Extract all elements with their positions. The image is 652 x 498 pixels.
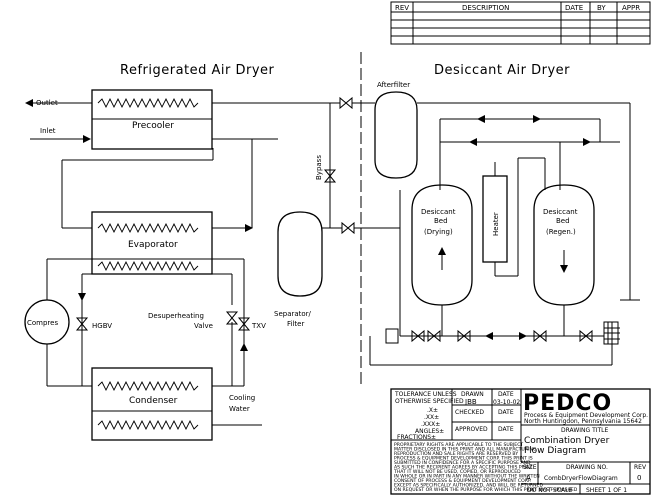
approved-label: APPROVED xyxy=(455,426,488,433)
proprietary-line-4: PROCESS & EQUIPMENT DEVELOPMENT CORP. TH… xyxy=(394,456,533,462)
size-label: SIZE xyxy=(523,464,537,471)
desiccant-bed-regen xyxy=(533,184,595,306)
separator-filter xyxy=(277,211,323,297)
evaporator: Evaporator xyxy=(91,211,213,275)
cooling-label-2: Water xyxy=(229,405,250,413)
proprietary-line-3: REPRODUCTION AND SALE RIGHTS ARE RESERVE… xyxy=(394,451,518,457)
checked-date-label: DATE xyxy=(498,409,514,416)
checked-label: CHECKED xyxy=(455,409,484,416)
appr-header: APPR xyxy=(622,4,640,12)
outlet-valve xyxy=(339,96,353,110)
separator-label-2: Filter xyxy=(287,320,304,328)
afterfilter-label: Afterfilter xyxy=(377,81,410,89)
drawn-label: DRAWN xyxy=(461,391,484,398)
bottom-valve-2 xyxy=(427,329,441,343)
drawing-title-2: Flow Diagram xyxy=(524,446,586,456)
size-value: A xyxy=(526,474,531,482)
bottom-valve-3 xyxy=(457,329,471,343)
proprietary-line-5: SUBMITTED IN CONFIDENCE FOR A SPECIFIC P… xyxy=(394,460,531,466)
rev-label: REV xyxy=(634,464,647,471)
revision-block: REV DESCRIPTION DATE BY APPR xyxy=(390,1,651,45)
rev-value: 0 xyxy=(637,474,641,482)
proprietary-line-8: IN WHOLE OR IN PART IN ANY MANNER WITHOU… xyxy=(394,474,540,480)
date-header: DATE xyxy=(565,4,583,12)
precooler-label: Precooler xyxy=(132,121,174,131)
evaporator-label: Evaporator xyxy=(128,240,178,250)
drawn-value: JBB xyxy=(464,398,477,406)
company-name: Process & Equipment Development Corp. xyxy=(524,412,648,419)
drawing-no-label: DRAWING NO. xyxy=(566,464,608,471)
approved-date-label: DATE xyxy=(498,426,514,433)
do-not-scale: DO NOT SCALE xyxy=(527,487,572,494)
drawing-title-1: Combination Dryer xyxy=(524,436,610,446)
date-value: 03-10-02 xyxy=(493,399,520,406)
bed-left-label-2: Bed xyxy=(434,217,448,225)
tol-fractions: FRACTIONS± xyxy=(397,434,436,441)
by-header: BY xyxy=(597,4,606,12)
proprietary-line-11: ON REQUEST OR WHEN THE PURPOSE FOR WHICH… xyxy=(394,487,578,493)
company-logo: PEDCO xyxy=(523,391,612,416)
bed-right-label-2: Bed xyxy=(556,217,570,225)
tol-xxx: .XXX± xyxy=(421,421,440,428)
compressor-label: Compres xyxy=(27,319,58,327)
bottom-valve-1 xyxy=(411,329,425,343)
condenser: Condenser xyxy=(91,367,213,441)
proprietary-line-6: AS SUCH THE RECIPIENT AGREES BY ACCEPTIN… xyxy=(394,465,533,471)
desuperheating-label-2: Valve xyxy=(194,322,213,330)
tol-angles: ANGLES± xyxy=(415,428,444,435)
bed-left-label-1: Desiccant xyxy=(421,208,456,216)
date-label: DATE xyxy=(498,391,514,398)
bed-right-label-1: Desiccant xyxy=(543,208,578,216)
bed-right-label-3: (Regen.) xyxy=(546,228,576,236)
heater-label: Heater xyxy=(492,212,500,236)
proprietary-line-10: EXCEPT AS SPECIFICALLY AUTHORIZED, AND W… xyxy=(394,483,543,489)
separator-valve xyxy=(341,221,355,235)
silencer xyxy=(603,321,620,345)
afterfilter xyxy=(374,91,418,179)
tolerance-line-2: OTHERWISE SPECIFIED xyxy=(395,398,464,405)
condenser-label: Condenser xyxy=(129,396,178,406)
desuperheating-label-1: Desuperheating xyxy=(148,312,204,320)
desiccant-section-title: Desiccant Air Dryer xyxy=(434,63,570,78)
company-address: North Huntingdon, Pennsylvania 15642 xyxy=(524,418,642,425)
title-block xyxy=(390,388,651,495)
drain-box xyxy=(385,328,399,344)
rev-header: REV xyxy=(395,4,409,12)
desiccant-bed-drying xyxy=(411,184,473,306)
proprietary-line-1: PROPRIETARY RIGHTS ARE APPLICABLE TO THE… xyxy=(394,442,523,448)
bypass-label: Bypass xyxy=(315,155,323,180)
hgbv-label: HGBV xyxy=(92,322,112,330)
description-header: DESCRIPTION xyxy=(462,4,509,12)
desuperheating-valve xyxy=(225,311,239,325)
tol-x: .X± xyxy=(427,407,438,414)
bottom-valve-4 xyxy=(533,329,547,343)
precooler: Precooler xyxy=(91,89,213,150)
cooling-label-1: Cooling xyxy=(229,394,255,402)
tolerance-line-1: TOLERANCE UNLESS xyxy=(394,391,457,398)
proprietary-line-7: THAT IT WILL NOT BE USED, COPIED, OR REP… xyxy=(393,469,521,475)
tol-xx: .XX± xyxy=(424,414,439,421)
bypass-valve xyxy=(323,169,337,183)
sheet-label: SHEET 1 OF 1 xyxy=(586,487,627,494)
bed-left-label-3: (Drying) xyxy=(424,228,453,236)
txv-label: TXV xyxy=(251,322,266,330)
drawing-title-label: DRAWING TITLE xyxy=(561,427,609,434)
txv-valve xyxy=(237,317,251,331)
refrigerated-section-title: Refrigerated Air Dryer xyxy=(120,63,275,78)
proprietary-line-9: CONSENT OF PROCESS & EQUIPMENT DEVELOPME… xyxy=(394,478,531,484)
inlet-label: Inlet xyxy=(40,127,56,135)
bottom-valve-5 xyxy=(579,329,593,343)
hgbv-valve xyxy=(75,317,89,331)
proprietary-line-2: MATTER DISCLOSED IN THIS PRINT AND ALL M… xyxy=(394,447,537,453)
drawing-no-value: CombDryerFlowDiagram xyxy=(544,475,618,482)
separator-label-1: Separator/ xyxy=(274,310,312,318)
